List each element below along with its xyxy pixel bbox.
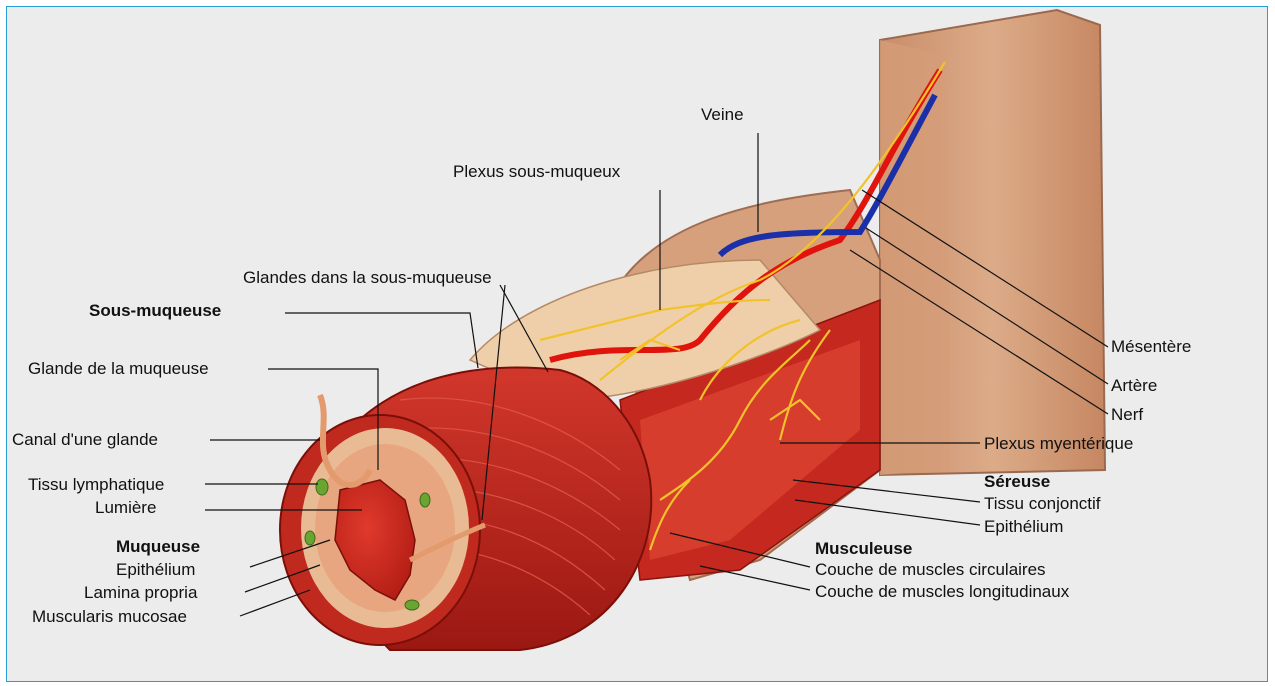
label-tissu-lymphatique: Tissu lymphatique bbox=[28, 476, 164, 493]
label-lumiere: Lumière bbox=[95, 499, 156, 516]
leader-sous-muqueuse bbox=[285, 313, 478, 368]
leader-tissu-conjonctif bbox=[793, 480, 980, 502]
label-sous-muqueuse: Sous-muqueuse bbox=[89, 302, 221, 319]
leader-glande-muqueuse bbox=[268, 369, 378, 470]
leader-muscles-longitudinaux bbox=[700, 566, 810, 590]
label-lamina-propria: Lamina propria bbox=[84, 584, 197, 601]
leader-artere bbox=[866, 228, 1108, 384]
leader-mesentere bbox=[862, 190, 1108, 347]
label-veine: Veine bbox=[701, 106, 744, 123]
label-nerf: Nerf bbox=[1111, 406, 1143, 423]
label-muscles-longitudinaux: Couche de muscles longitudinaux bbox=[815, 583, 1069, 600]
label-plexus-myenterique: Plexus myentérique bbox=[984, 435, 1133, 452]
leader-glandes-1 bbox=[500, 285, 548, 372]
label-glande-muqueuse: Glande de la muqueuse bbox=[28, 360, 209, 377]
leader-epithelium-muqueuse bbox=[250, 540, 330, 567]
label-mesentere: Mésentère bbox=[1111, 338, 1191, 355]
label-muscularis-mucosae: Muscularis mucosae bbox=[32, 608, 187, 625]
label-plexus-sous-muqueux: Plexus sous-muqueux bbox=[453, 163, 620, 180]
leader-lamina-propria bbox=[245, 565, 320, 592]
label-artere: Artère bbox=[1111, 377, 1157, 394]
leader-glandes-2 bbox=[482, 285, 505, 520]
label-epithelium-sereuse: Epithélium bbox=[984, 518, 1063, 535]
label-tissu-conjonctif: Tissu conjonctif bbox=[984, 495, 1101, 512]
label-canal-glande: Canal d'une glande bbox=[12, 431, 158, 448]
label-muscles-circulaires: Couche de muscles circulaires bbox=[815, 561, 1046, 578]
leader-muscles-circulaires bbox=[670, 533, 810, 567]
leader-epithelium-sereuse bbox=[795, 500, 980, 525]
leader-nerf bbox=[850, 250, 1108, 414]
label-musculeuse: Musculeuse bbox=[815, 540, 912, 557]
leader-muscularis-mucosae bbox=[240, 590, 310, 616]
label-sereuse: Séreuse bbox=[984, 473, 1050, 490]
label-epithelium-muqueuse: Epithélium bbox=[116, 561, 195, 578]
label-muqueuse: Muqueuse bbox=[116, 538, 200, 555]
label-glandes-sous-muqueuse: Glandes dans la sous-muqueuse bbox=[243, 269, 492, 286]
